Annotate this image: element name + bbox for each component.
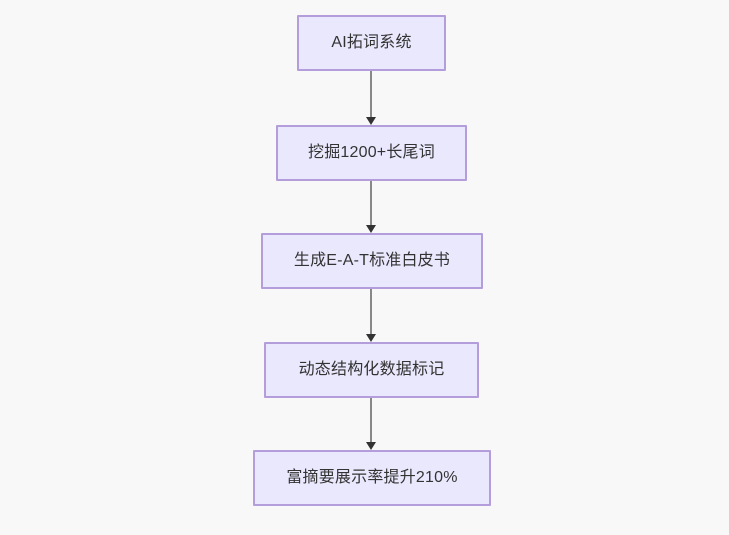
flow-node-label: 挖掘1200+长尾词 [308,144,435,162]
edge-line [370,181,372,225]
edge-line [370,289,372,334]
flow-edge-n3-to-n4 [366,289,376,342]
edge-line [370,398,372,442]
arrow-down-icon [366,334,376,342]
flow-node-label: 动态结构化数据标记 [298,361,445,379]
flow-edge-n4-to-n5 [366,398,376,450]
flow-node-label: AI拓词系统 [331,34,412,52]
edge-line [370,71,372,117]
flow-node-generate-eat-whitepaper[interactable]: 生成E-A-T标准白皮书 [261,233,483,289]
arrow-down-icon [366,225,376,233]
flow-node-rich-snippet-impression-lift[interactable]: 富摘要展示率提升210% [253,450,491,506]
arrow-down-icon [366,442,376,450]
flow-node-mine-longtail-keywords[interactable]: 挖掘1200+长尾词 [276,125,467,181]
flow-node-label: 生成E-A-T标准白皮书 [293,252,451,270]
arrow-down-icon [366,117,376,125]
flow-node-label: 富摘要展示率提升210% [286,469,458,487]
flow-node-dynamic-structured-data-markup[interactable]: 动态结构化数据标记 [264,342,479,398]
flow-edge-n2-to-n3 [366,181,376,233]
flow-node-ai-keyword-system[interactable]: AI拓词系统 [297,15,446,71]
flow-edge-n1-to-n2 [366,71,376,125]
